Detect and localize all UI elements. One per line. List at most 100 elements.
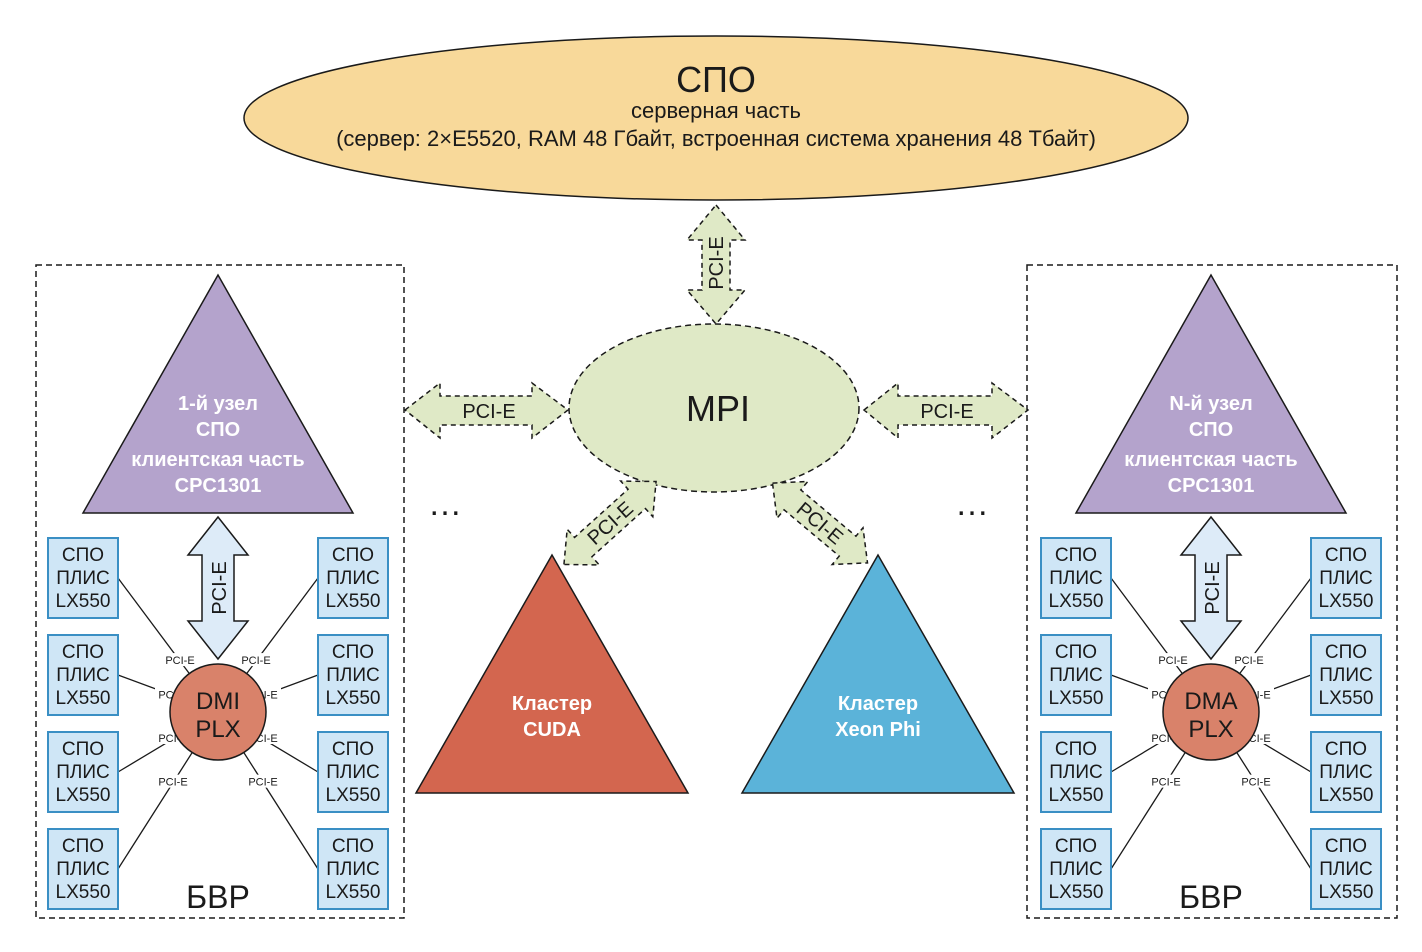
node-left-line1: 1-й узел: [178, 393, 258, 415]
fpga-box-line3: LX550: [56, 688, 111, 709]
node-left-line4: CPC1301: [175, 475, 262, 497]
fpga-box-line3: LX550: [1319, 591, 1374, 612]
fpga-box-rect: [47, 537, 119, 619]
node-right-vlink-arrow: [1179, 515, 1243, 661]
fpga-box-line2: ПЛИС: [1049, 568, 1103, 589]
node-right-group-label: БВР: [1179, 879, 1243, 915]
pci-wire-label: PCI-E: [1241, 777, 1270, 789]
server-title: СПО: [676, 59, 756, 100]
hub-left-circle: [169, 663, 267, 761]
node-right[interactable]: N-й узел СПО клиентская часть CPC1301: [1074, 273, 1348, 514]
server-details: (сервер: 2×E5520, RAM 48 Гбайт, встроенн…: [336, 126, 1096, 151]
fpga-box-rect: [317, 634, 389, 716]
fpga-box-line3: LX550: [1319, 785, 1374, 806]
node-right-line2: СПО: [1189, 419, 1233, 441]
node-left-group-label: БВР: [186, 879, 250, 915]
fpga-box-line3: LX550: [56, 785, 111, 806]
fpga-box-rect: [1310, 828, 1382, 910]
fpga-box-rect: [47, 731, 119, 813]
fpga-box-line1: СПО: [62, 836, 104, 857]
mpi-node[interactable]: MPI: [568, 323, 860, 493]
fpga-box-rect: [317, 731, 389, 813]
fpga-box-line1: СПО: [1055, 545, 1097, 566]
link-cuda-mpi: PCI-E: [563, 480, 657, 566]
pci-wire-label-bg: [1231, 653, 1267, 667]
node-left[interactable]: 1-й узел СПО клиентская часть CPC1301: [81, 273, 355, 514]
fpga-box-line1: СПО: [1325, 739, 1367, 760]
server-node[interactable]: СПО серверная часть (сервер: 2×E5520, RA…: [243, 35, 1189, 201]
hub-right-line1: DMA: [1184, 688, 1237, 715]
fpga-box-line3: LX550: [1319, 882, 1374, 903]
link-right-mpi-label: PCI-E: [920, 401, 973, 423]
fpga-box-line2: ПЛИС: [56, 568, 110, 589]
fpga-box-line3: LX550: [56, 591, 111, 612]
pci-wire-label-bg: [238, 653, 274, 667]
link-server-mpi-arrow: [685, 203, 747, 326]
fpga-box-line2: ПЛИС: [326, 568, 380, 589]
pci-wire-label-bg: [155, 774, 191, 788]
pci-wire-label-bg: [1148, 774, 1184, 788]
pci-wire-label-bg: [162, 653, 198, 667]
link-right-mpi-arrow: [862, 381, 1030, 440]
fpga-box-rect: [1040, 634, 1112, 716]
fpga-box-line1: СПО: [332, 545, 374, 566]
cluster-xeon-phi[interactable]: Кластер Xeon Phi: [740, 553, 1016, 794]
fpga-box-line1: СПО: [332, 739, 374, 760]
hub-left-line2: PLX: [195, 716, 240, 743]
fpga-box-line2: ПЛИС: [1319, 859, 1373, 880]
mpi-label: MPI: [686, 388, 750, 429]
node-right-vlink: PCI-E: [1179, 515, 1243, 661]
fpga-box-line3: LX550: [326, 591, 381, 612]
ellipsis-right: …: [955, 485, 995, 523]
fpga-box-line1: СПО: [332, 642, 374, 663]
fpga-box-line3: LX550: [326, 882, 381, 903]
fpga-box-rect: [47, 828, 119, 910]
ellipsis-left: …: [428, 485, 468, 523]
cluster-cuda[interactable]: Кластер CUDA: [414, 553, 690, 794]
pci-wire-label: PCI-E: [158, 777, 187, 789]
fpga-box-line2: ПЛИС: [56, 762, 110, 783]
link-server-mpi-label: PCI-E: [706, 236, 728, 289]
pci-wire-label: PCI-E: [1158, 655, 1187, 667]
fpga-box-line2: ПЛИС: [326, 762, 380, 783]
hub-left[interactable]: DMI PLX: [169, 663, 267, 761]
fpga-box-line1: СПО: [1055, 642, 1097, 663]
fpga-box-line3: LX550: [1319, 688, 1374, 709]
fpga-box-line2: ПЛИС: [1049, 665, 1103, 686]
cluster-xeon-line1: Кластер: [838, 693, 918, 715]
fpga-box-line2: ПЛИС: [1319, 762, 1373, 783]
fpga-box-line2: ПЛИС: [1049, 859, 1103, 880]
fpga-box-line1: СПО: [1325, 545, 1367, 566]
node-left-fpga-boxes: СПОПЛИСLX550СПОПЛИСLX550СПОПЛИСLX550СПОП…: [47, 537, 389, 910]
fpga-box-rect: [1310, 537, 1382, 619]
link-cuda-mpi-arrow: [563, 480, 657, 566]
fpga-box-line1: СПО: [332, 836, 374, 857]
fpga-box-line3: LX550: [326, 785, 381, 806]
fpga-box-line2: ПЛИС: [56, 665, 110, 686]
node-right-line1: N-й узел: [1169, 393, 1252, 415]
server-subtitle: серверная часть: [631, 98, 801, 123]
hub-right[interactable]: DMA PLX: [1162, 663, 1260, 761]
link-server-mpi: PCI-E: [685, 203, 747, 326]
node-left-line2: СПО: [196, 419, 240, 441]
pci-wire-label: PCI-E: [1234, 655, 1263, 667]
fpga-box-line3: LX550: [1049, 688, 1104, 709]
fpga-box-rect: [1040, 537, 1112, 619]
node-group-right-frame: [1026, 264, 1398, 919]
